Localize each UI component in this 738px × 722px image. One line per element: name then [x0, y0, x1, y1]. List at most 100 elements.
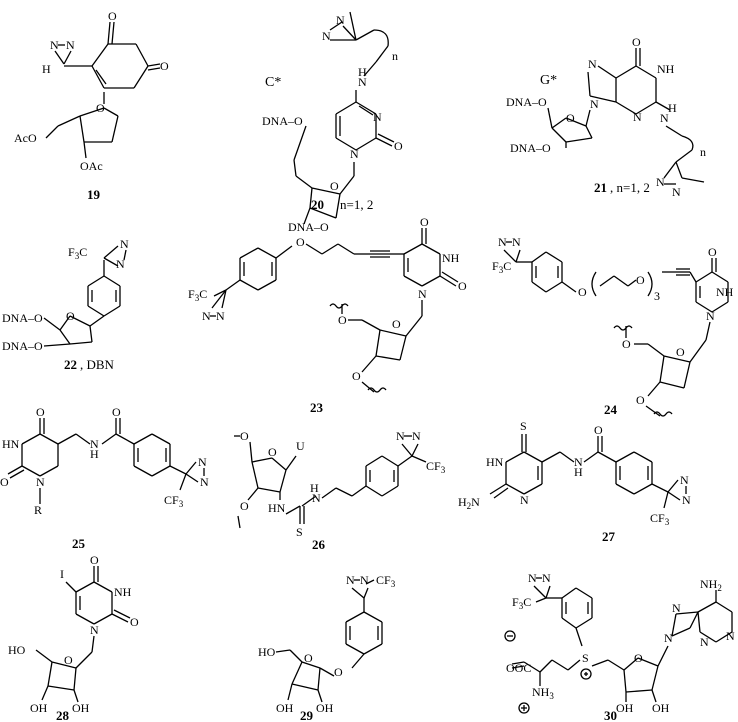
svg-text:O: O	[304, 651, 313, 665]
svg-text:N: N	[574, 455, 583, 469]
svg-text:H: H	[90, 447, 99, 461]
tag-g-star: G*	[540, 73, 557, 88]
svg-text:F3C: F3C	[68, 245, 87, 261]
compound-number-29: 29	[300, 708, 314, 722]
svg-text:N: N	[198, 455, 207, 469]
svg-text:H: H	[668, 101, 677, 115]
svg-text:N: N	[680, 473, 689, 487]
svg-text:O: O	[338, 313, 347, 327]
compound-number-23: 23	[310, 400, 324, 415]
svg-text:O: O	[458, 279, 467, 293]
label-nh: NH	[657, 62, 675, 76]
svg-text:N: N	[664, 631, 673, 645]
compound-22: F3C N N O DNA–O DNA–O 22 , DBN	[2, 237, 129, 372]
svg-text:N: N	[350, 147, 359, 161]
svg-text:O: O	[96, 101, 105, 115]
label-s: S	[296, 525, 303, 539]
svg-text:N: N	[120, 237, 129, 251]
svg-text:O: O	[268, 445, 277, 459]
svg-text:N: N	[726, 629, 735, 643]
compound-25: O HN O N R NH O N N CF3 25	[0, 405, 209, 551]
caption-22: , DBN	[80, 357, 115, 372]
svg-text:O: O	[240, 499, 249, 513]
svg-text:O: O	[240, 429, 249, 443]
svg-text:O: O	[36, 405, 45, 419]
svg-text:O: O	[352, 369, 361, 383]
compound-26: O O U O HN S HN N N	[234, 429, 446, 552]
svg-text:N: N	[360, 573, 369, 587]
label-oh-29a: OH	[276, 701, 294, 715]
label-nh-23: NH	[442, 251, 460, 265]
svg-text:N: N	[373, 110, 382, 124]
label-nh3: NH3	[532, 685, 554, 701]
svg-text:H: H	[574, 465, 583, 479]
svg-text:O: O	[676, 345, 685, 359]
label-dna-o: DNA–O	[262, 114, 303, 128]
label-ooc: OOC	[506, 661, 531, 675]
svg-text:O: O	[296, 235, 305, 249]
compound-number-30: 30	[604, 708, 617, 722]
label-s-30: S	[582, 651, 589, 665]
compound-number-20: 20	[311, 197, 324, 212]
svg-text:N: N	[418, 287, 427, 301]
label-dna-o-22a: DNA–O	[2, 311, 43, 325]
svg-text:O: O	[64, 653, 73, 667]
svg-text:O: O	[420, 215, 429, 229]
label-cf3-25: CF3	[164, 493, 184, 509]
svg-text:N: N	[396, 429, 405, 443]
svg-text:N: N	[588, 57, 597, 71]
svg-text:N: N	[682, 493, 691, 507]
svg-text:O: O	[334, 665, 343, 679]
compound-number-26: 26	[312, 537, 326, 552]
svg-text:O: O	[66, 309, 75, 323]
label-cf3-29: CF3	[376, 573, 396, 589]
svg-text:N: N	[656, 175, 665, 189]
label-aco: AcO	[14, 131, 37, 145]
label-hn-25: HN	[2, 437, 20, 451]
label-oh-29b: OH	[316, 701, 334, 715]
svg-text:F3C: F3C	[188, 287, 207, 303]
svg-text:N: N	[498, 235, 507, 249]
compound-27: S HN N H2N NH O N N	[458, 419, 691, 544]
svg-text:N: N	[706, 309, 715, 323]
compound-28: I O NH O N O HO OH OH 28	[8, 553, 139, 722]
svg-text:N: N	[90, 437, 99, 451]
label-nh2: NH2	[700, 577, 722, 593]
svg-text:N: N	[202, 309, 211, 323]
compound-number-25: 25	[72, 536, 86, 551]
label-hn-26: HN	[268, 501, 286, 515]
label-cf3-26: CF3	[426, 459, 446, 475]
svg-text:O: O	[130, 615, 139, 629]
svg-text:N: N	[512, 235, 521, 249]
label-oac: OAc	[80, 159, 103, 173]
label-u: U	[296, 439, 305, 453]
svg-text:O: O	[708, 245, 717, 259]
label-i: I	[60, 567, 64, 581]
svg-text:O: O	[112, 405, 121, 419]
svg-text:H: H	[358, 65, 367, 79]
label-n-21: n	[700, 145, 706, 159]
compound-number-21: 21	[594, 180, 607, 195]
compound-21: G* O NH N N N NH n N N O	[506, 35, 706, 199]
svg-text:N: N	[633, 110, 642, 124]
svg-text:N: N	[216, 309, 225, 323]
caption-21: , n=1, 2	[610, 180, 650, 195]
svg-text:N: N	[358, 75, 367, 89]
label-hn-27: HN	[486, 455, 504, 469]
svg-text:O: O	[0, 475, 9, 489]
label-n: n	[392, 49, 398, 63]
label-cf3-27: CF3	[650, 511, 670, 527]
svg-text:N: N	[672, 185, 681, 199]
svg-text:N: N	[322, 29, 331, 43]
svg-text:O: O	[566, 111, 575, 125]
svg-text:N: N	[528, 571, 537, 585]
compound-20: C* N N n NH N O N O DNA–O	[262, 11, 403, 234]
svg-text:N: N	[520, 493, 529, 507]
label-dna-o-2: DNA–O	[288, 220, 329, 234]
svg-text:O: O	[634, 651, 643, 665]
svg-text:N: N	[660, 111, 669, 125]
svg-text:O: O	[90, 553, 99, 567]
